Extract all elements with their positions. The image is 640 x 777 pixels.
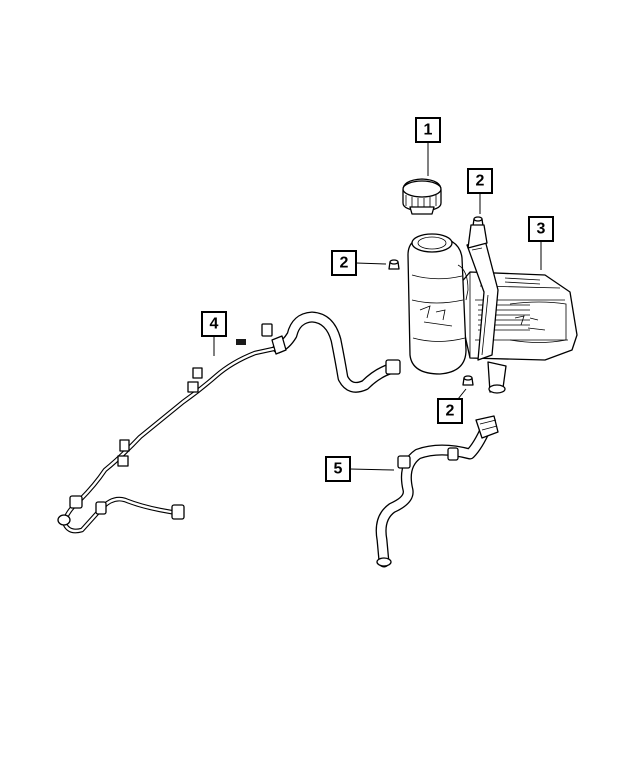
callout-1-label: 1	[424, 122, 433, 139]
part-2-fastener-left[interactable]	[388, 259, 400, 270]
callout-5-label: 5	[334, 461, 343, 478]
reservoir-ribs	[478, 277, 541, 331]
callout-4: 4	[201, 311, 227, 337]
callout-2b: 2	[331, 250, 357, 276]
callout-2a-label: 2	[476, 173, 485, 190]
leader-lines	[213, 142, 542, 471]
callout-4-label: 4	[210, 316, 219, 333]
callout-5: 5	[325, 456, 351, 482]
part-1-pressure-cap[interactable]	[402, 178, 442, 215]
callout-2c: 2	[437, 398, 463, 424]
part-2-fastener-lower[interactable]	[462, 375, 474, 386]
callout-3-label: 3	[537, 221, 546, 238]
callout-2a: 2	[467, 168, 493, 194]
callout-1: 1	[415, 117, 441, 143]
callout-2b-label: 2	[340, 255, 349, 272]
part-5-outlet-hose[interactable]	[375, 415, 499, 568]
callout-2c-label: 2	[446, 403, 455, 420]
callout-3: 3	[528, 216, 554, 242]
part-3-coolant-reservoir[interactable]	[407, 224, 578, 394]
part-4-coolant-hose-long[interactable]	[57, 311, 401, 534]
